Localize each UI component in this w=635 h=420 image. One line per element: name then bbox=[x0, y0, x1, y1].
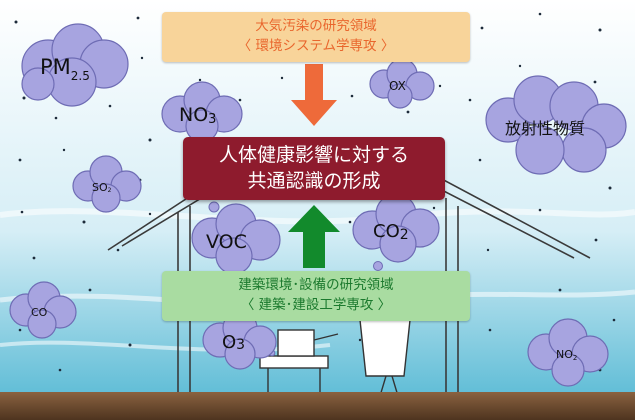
cloud-o3-label: O3 bbox=[222, 332, 245, 353]
cloud-so2 bbox=[72, 155, 142, 213]
cloud-radioactive bbox=[485, 75, 627, 175]
cloud-co2 bbox=[352, 193, 440, 263]
cloud-ox-label: OX bbox=[389, 79, 406, 93]
air-pollution-title: 大気汚染の研究領域 bbox=[255, 18, 377, 34]
cloud-co bbox=[9, 281, 77, 339]
cloud-no2-label: NO2 bbox=[556, 348, 577, 362]
shared-understanding-line1: 人体健康影響に対する bbox=[218, 144, 409, 166]
cloud-pm25-label: PM2.5 bbox=[40, 55, 90, 83]
down-arrow bbox=[291, 64, 337, 126]
cloud-pm25 bbox=[21, 23, 129, 107]
cooking-pot bbox=[277, 329, 315, 357]
pollutant-clouds bbox=[9, 23, 627, 387]
shared-understanding-box: 人体健康影響に対する 共通認識の形成 bbox=[183, 137, 445, 200]
building-environment-research-box: 建築環境･設備の研究領域 〈 建築･建設工学専攻 〉 bbox=[162, 271, 470, 321]
air-pollution-research-box: 大気汚染の研究領域 〈 環境システム学専攻 〉 bbox=[162, 12, 470, 62]
cloud-labels: PM2.5 NO3 OX 放射性物質 SO2 VOC CO2 CO O3 NO2 bbox=[31, 55, 585, 362]
kitchen-scene bbox=[259, 301, 411, 397]
building-environment-title: 建築環境･設備の研究領域 bbox=[238, 277, 394, 293]
up-arrow bbox=[288, 205, 340, 268]
cloud-no3 bbox=[161, 81, 243, 143]
cloud-voc bbox=[191, 203, 281, 275]
cloud-no3-label: NO3 bbox=[179, 104, 216, 127]
cloud-voc-label: VOC bbox=[206, 231, 247, 253]
cloud-so2-label: SO2 bbox=[92, 181, 112, 194]
cloud-ox bbox=[369, 58, 435, 109]
cloud-no2 bbox=[527, 318, 609, 387]
ground bbox=[0, 392, 635, 420]
cloud-co-label: CO bbox=[31, 306, 48, 319]
cloud-radioactive-label: 放射性物質 bbox=[505, 119, 585, 138]
building-environment-department: 〈 建築･建設工学専攻 〉 bbox=[240, 297, 392, 313]
shared-understanding-line2: 共通認識の形成 bbox=[247, 170, 381, 192]
air-pollution-department: 〈 環境システム学専攻 〉 bbox=[237, 38, 395, 54]
cloud-co2-label: CO2 bbox=[373, 221, 409, 243]
